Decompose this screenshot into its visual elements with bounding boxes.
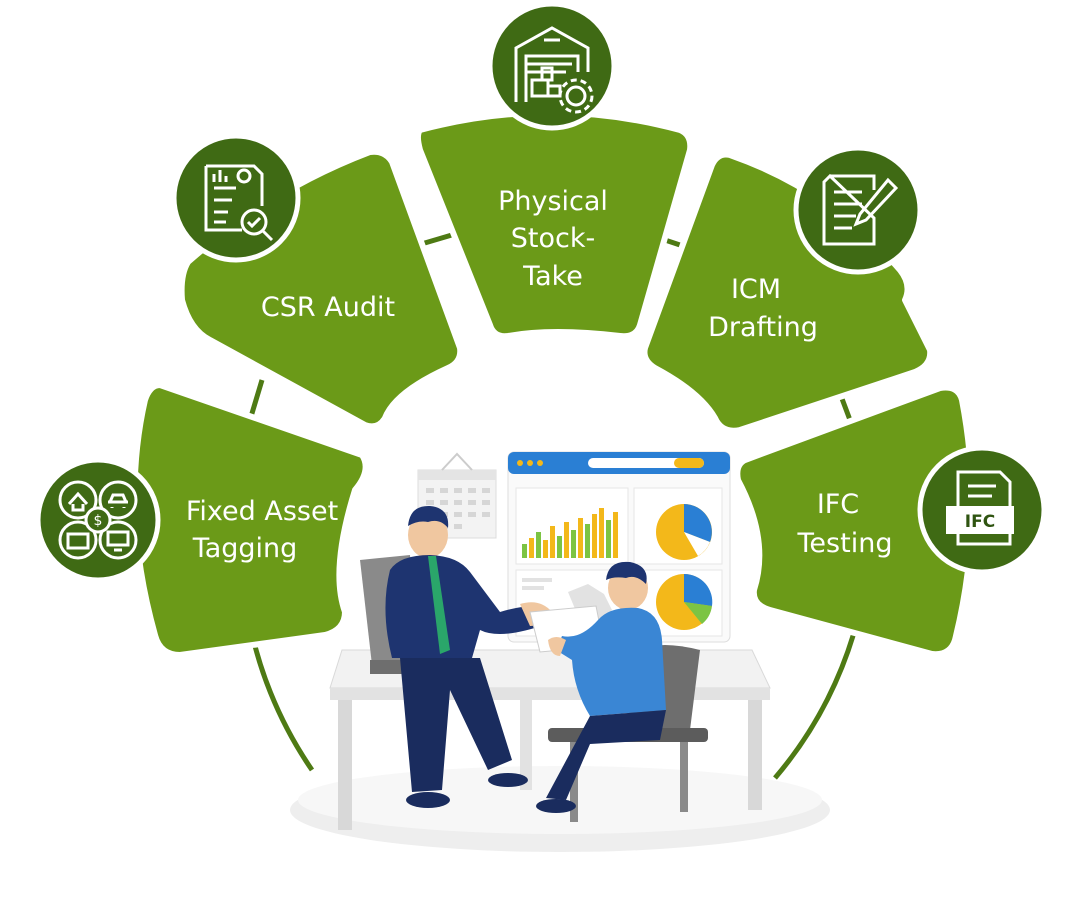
svg-text:$: $ <box>94 513 103 529</box>
segment-shape <box>734 384 975 658</box>
segment-label-line-2: Drafting <box>708 312 818 343</box>
assets-circle-icon: $ <box>35 457 161 583</box>
segment-label-line-1: Physical <box>498 186 608 217</box>
segment-shape <box>131 382 369 658</box>
connector-1 <box>247 379 265 421</box>
business-meeting-illustration <box>290 451 830 852</box>
segment-label-line-1: CSR Audit <box>261 292 395 323</box>
segment-label-line-1: IFC <box>817 489 859 520</box>
segment-fixed-asset-tagging: Fixed Asset Tagging <box>131 382 369 658</box>
ifc-document-icon: IFC <box>917 445 1047 575</box>
person-right <box>536 561 666 813</box>
person-left <box>385 505 552 808</box>
ifc-badge-text: IFC <box>965 512 995 532</box>
segment-label-line-1: Fixed Asset <box>186 496 338 527</box>
segment-ifc-testing: IFC Testing <box>734 384 975 658</box>
segment-physical-stock-take: Physical Stock- Take <box>415 109 694 340</box>
warehouse-gear-icon <box>487 1 617 131</box>
pie-chart-illustration-2 <box>656 573 713 630</box>
segment-label-line-3: Take <box>522 261 583 292</box>
segment-label-line-1: ICM <box>731 274 781 305</box>
segment-label-line-2: Stock- <box>511 223 595 254</box>
segment-label-line-2: Testing <box>797 528 893 559</box>
document-pencil-icon <box>793 145 923 275</box>
segment-label-line-2: Tagging <box>192 533 298 564</box>
bar-chart-illustration <box>522 508 618 558</box>
pie-chart-illustration-1 <box>656 504 712 560</box>
report-magnifier-icon <box>171 133 301 263</box>
outer-arc-right <box>773 609 863 780</box>
